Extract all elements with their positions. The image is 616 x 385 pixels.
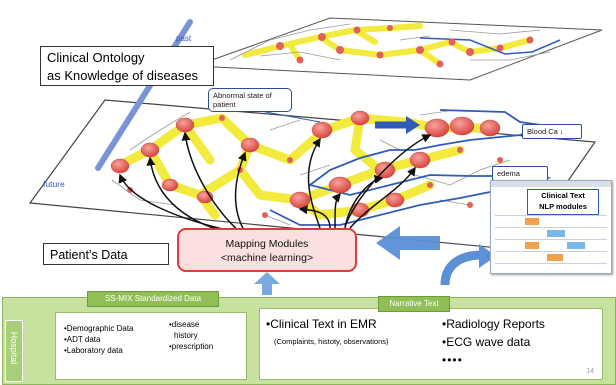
ssmix-item: •Laboratory data <box>64 346 123 355</box>
past-label: past <box>176 34 192 43</box>
nlp-row <box>495 239 607 240</box>
nlp-module-card: Clinical Text NLP modules <box>490 180 612 274</box>
nlp-row <box>495 251 607 252</box>
narrative-radiology: •Radiology Reports <box>442 317 545 331</box>
nlp-title-line2: NLP modules <box>539 202 587 211</box>
nlp-title-line1: Clinical Text <box>541 191 585 200</box>
abnormal-state-callout: Abnormal state of patient <box>208 88 292 112</box>
ssmix-item: •Demographic Data <box>64 324 134 333</box>
hospital-label: Hospital <box>5 320 23 382</box>
ssmix-item: •ADT data <box>64 335 101 344</box>
future-label: future <box>43 179 65 189</box>
ssmix-item: •disease <box>169 320 200 329</box>
ssmix-title: SS-MIX Standardized Data <box>87 291 219 307</box>
patients-data-label: Patient’s Data <box>43 243 169 265</box>
nlp-highlight <box>547 254 563 261</box>
nlp-row <box>495 227 607 228</box>
narrative-panel: •Clinical Text in EMR (Complaints, histo… <box>259 308 603 380</box>
nlp-highlight <box>525 242 539 249</box>
mapping-modules-subtitle: <machine learning> <box>220 252 314 264</box>
ssmix-column-1: •Demographic Data •ADT data •Laboratory … <box>64 323 134 356</box>
page-number: 14 <box>586 368 594 375</box>
narrative-ellipsis: •••• <box>442 353 463 367</box>
nlp-highlight <box>525 218 539 225</box>
nlp-doc-header <box>491 181 611 187</box>
nlp-doc-rows <box>495 215 607 269</box>
ssmix-item: history <box>174 331 198 340</box>
past-ontology-plane <box>194 17 603 81</box>
nlp-row <box>495 263 607 264</box>
abnormal-state-line2: patient <box>213 100 236 109</box>
abnormal-state-line1: Abnormal state of <box>213 91 272 100</box>
mapping-modules-title: Mapping Modules <box>225 238 309 250</box>
narrative-emr: •Clinical Text in EMR <box>266 317 377 331</box>
edema-callout: edema <box>492 166 548 181</box>
ssmix-item: •prescription <box>169 342 214 351</box>
nlp-title-box: Clinical Text NLP modules <box>527 189 599 215</box>
ssmix-panel: •Demographic Data •ADT data •Laboratory … <box>55 312 247 380</box>
nlp-highlight <box>547 230 565 237</box>
ontology-label-line2: as Knowledge of diseases <box>47 68 199 83</box>
ontology-label: Clinical Ontology as Knowledge of diseas… <box>40 46 214 86</box>
blood-ca-callout: Blood Ca ↓ <box>522 124 582 139</box>
narrative-emr-sub: (Complaints, histoty, observations) <box>274 337 389 346</box>
narrative-title: Narrative Text <box>378 296 450 312</box>
mapping-modules-box: Mapping Modules <machine learning> <box>177 228 357 272</box>
narrative-ecg: •ECG wave data <box>442 335 531 349</box>
hospital-label-text: Hospital <box>9 331 19 365</box>
nlp-highlight <box>567 242 585 249</box>
nlp-row <box>495 215 607 216</box>
ssmix-column-2: •disease history •prescription <box>169 319 213 352</box>
ontology-label-line1: Clinical Ontology <box>47 50 145 65</box>
